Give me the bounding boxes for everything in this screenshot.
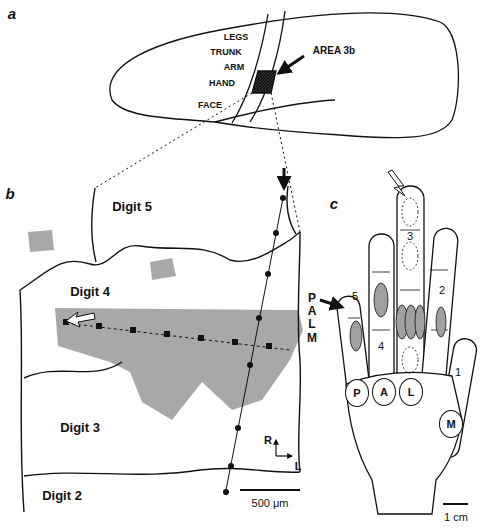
region-label: LEGS <box>224 33 249 43</box>
panel-letter: c <box>330 196 338 213</box>
pad-letter: L <box>408 386 415 398</box>
axis-label: R <box>264 434 272 446</box>
region-label: FACE <box>198 101 222 111</box>
hand-drawing <box>320 170 478 514</box>
projection-lines <box>95 93 300 232</box>
pointer-arrow <box>279 56 304 73</box>
panel-letter: a <box>8 6 16 23</box>
scale-label: 500 μm <box>252 497 289 509</box>
digit-label: Digit 3 <box>60 421 100 435</box>
palm-label: PALM <box>306 292 318 345</box>
digit-number: 5 <box>352 290 358 302</box>
pad-letter: M <box>446 418 455 430</box>
scale-bar <box>240 489 300 491</box>
digit-number: 3 <box>407 230 413 242</box>
panel-letter: b <box>5 186 14 203</box>
digit-number: 2 <box>439 284 445 296</box>
area-label: AREA 3b <box>313 45 355 56</box>
digit-label: Digit 5 <box>112 200 152 214</box>
palm-pad: A <box>372 378 396 406</box>
digit-label: Digit 2 <box>42 489 82 503</box>
palm-pad: P <box>345 379 369 407</box>
region-label: TRUNK <box>210 48 242 58</box>
palm-pad: L <box>399 378 423 406</box>
scale-label: 1 cm <box>444 511 468 523</box>
area-3b-hand-band <box>252 71 276 93</box>
region-label: HAND <box>209 79 235 89</box>
brain-drawing <box>110 11 459 138</box>
pad-letter: P <box>353 387 360 399</box>
digit-label: Digit 4 <box>70 285 110 299</box>
cortical-map <box>20 168 303 512</box>
palm-pad: M <box>439 410 463 438</box>
digit-number: 1 <box>455 366 461 378</box>
scale-bar <box>443 503 468 505</box>
region-label: ARM <box>224 63 245 73</box>
axis-label: L <box>295 460 302 472</box>
digit-number: 4 <box>378 340 384 352</box>
pad-letter: A <box>380 386 388 398</box>
